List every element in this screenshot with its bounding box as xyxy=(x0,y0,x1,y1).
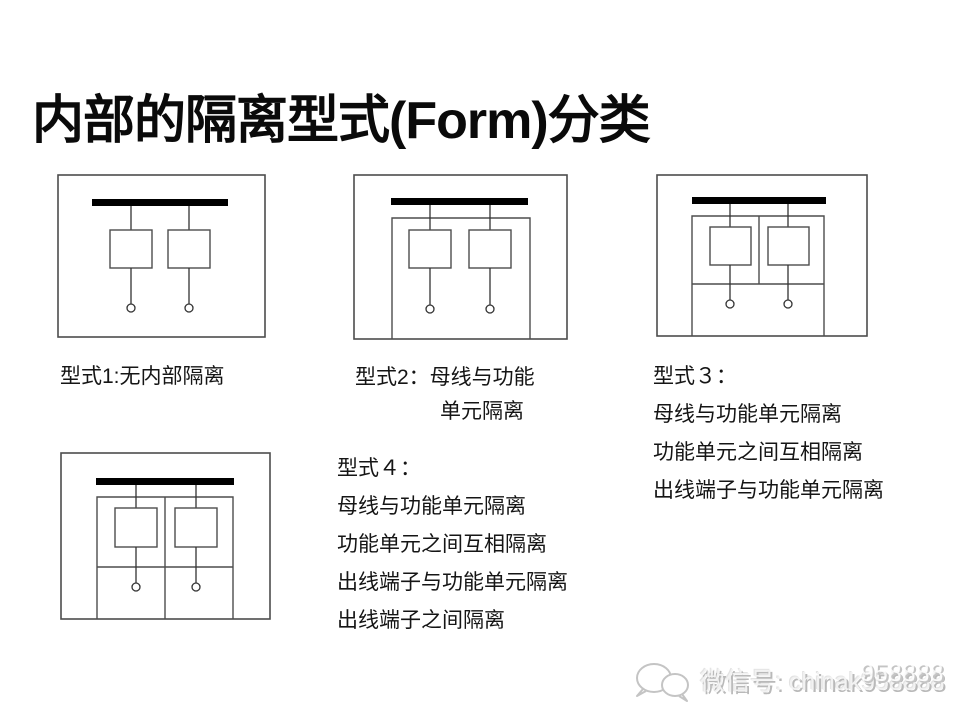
functional-unit xyxy=(114,507,158,548)
busbar xyxy=(692,197,826,204)
functional-unit xyxy=(174,507,218,548)
terminal xyxy=(191,582,201,592)
enclosure-outline xyxy=(353,174,568,340)
caption-line: 母线与功能单元隔离 xyxy=(337,495,526,518)
caption-line: 出线端子之间隔离 xyxy=(337,609,505,632)
form4-caption: 型式４： 母线与功能单元隔离 功能单元之间互相隔离 出线端子与功能单元隔离 出线… xyxy=(337,450,568,640)
functional-unit xyxy=(709,226,752,266)
caption-line: 型式４： xyxy=(337,457,421,480)
functional-unit xyxy=(109,229,153,269)
functional-unit xyxy=(408,229,452,269)
form2-caption: 型式2：母线与功能 单元隔离 xyxy=(355,361,535,429)
terminal xyxy=(425,304,435,314)
busbar xyxy=(96,478,234,485)
busbar xyxy=(92,199,228,206)
form4-diagram xyxy=(60,452,271,620)
terminal xyxy=(131,582,141,592)
page-title: 内部的隔离型式(Form)分类 xyxy=(32,92,651,150)
caption-line: 出线端子与功能单元隔离 xyxy=(653,479,884,502)
form3-caption: 型式３： 母线与功能单元隔离 功能单元之间互相隔离 出线端子与功能单元隔离 xyxy=(653,358,884,510)
enclosure-outline xyxy=(656,174,868,337)
caption-line: 型式2：母线与功能 xyxy=(355,366,535,389)
functional-unit xyxy=(167,229,211,269)
terminal xyxy=(783,299,793,309)
terminal xyxy=(184,303,194,313)
wechat-watermark: 微信号: chinak958888 958888 xyxy=(622,650,960,712)
busbar xyxy=(391,198,528,205)
form1-caption: 型式1:无内部隔离 xyxy=(60,360,225,394)
caption-line: 出线端子与功能单元隔离 xyxy=(337,571,568,594)
watermark-text: 微信号: chinak958888 xyxy=(700,668,945,696)
caption-line: 功能单元之间互相隔离 xyxy=(337,533,547,556)
caption-line: 型式1:无内部隔离 xyxy=(60,365,225,388)
terminal xyxy=(725,299,735,309)
caption-line: 母线与功能单元隔离 xyxy=(653,403,842,426)
watermark-echo: 958888 xyxy=(860,659,944,687)
terminal xyxy=(485,304,495,314)
busbar-partition xyxy=(691,215,825,336)
busbar-partition xyxy=(391,217,531,339)
form2-diagram xyxy=(353,174,568,340)
form3-diagram xyxy=(656,174,868,337)
functional-unit xyxy=(468,229,512,269)
caption-line: 型式３： xyxy=(653,365,737,388)
functional-unit xyxy=(767,226,810,266)
wechat-icon xyxy=(636,663,689,702)
form1-diagram xyxy=(57,174,266,338)
caption-line: 单元隔离 xyxy=(440,400,524,423)
enclosure-outline xyxy=(57,174,266,338)
caption-line: 功能单元之间互相隔离 xyxy=(653,441,863,464)
terminal xyxy=(126,303,136,313)
